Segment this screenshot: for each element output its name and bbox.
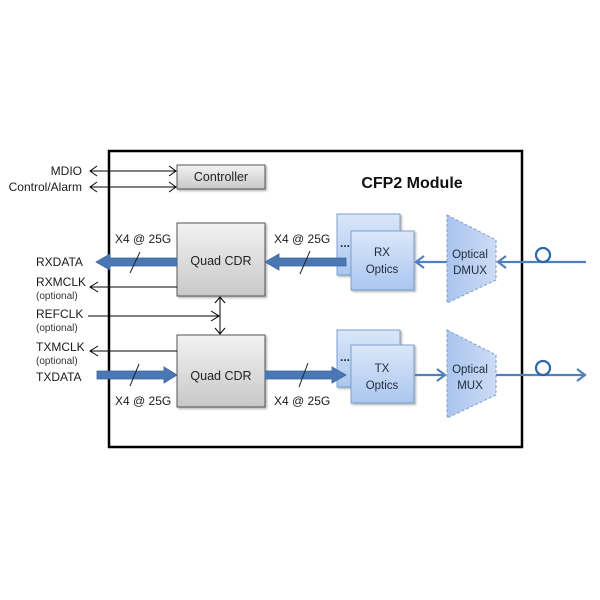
rxdata-bus-arrow: [95, 251, 178, 274]
rxmclk-optional: (optional): [36, 291, 78, 302]
txmclk-optional: (optional): [36, 356, 78, 367]
rxmclk-line: [89, 281, 177, 293]
quad-cdr-tx-label: Quad CDR: [190, 369, 251, 383]
quad-cdr-rx-block: Quad CDR: [176, 222, 266, 297]
cdr-interconnect-arrow: [214, 296, 226, 335]
rxdata-label: RXDATA: [36, 255, 83, 269]
control-alarm-line: [89, 181, 177, 193]
mdio-line: [89, 165, 177, 177]
optical-mux-label-line2: MUX: [457, 380, 483, 392]
optical-mux-block: Optical MUX: [446, 329, 497, 419]
tx-host-bus-label: X4 @ 25G: [115, 394, 171, 408]
tx-optics-block: ... TX Optics: [336, 329, 415, 404]
txmclk-line: [89, 345, 177, 357]
module-title: CFP2 Module: [361, 175, 462, 192]
rx-optics-block: ... RX Optics: [336, 213, 415, 291]
rx-optics-label-line2: Optics: [366, 264, 399, 276]
txdata-label: TXDATA: [36, 370, 82, 384]
rx-optics-bus-arrow: [264, 250, 347, 275]
txmclk-label: TXMCLK: [36, 340, 85, 354]
refclk-label: REFCLK: [36, 307, 83, 321]
rx-optics-ellipsis: ...: [340, 236, 350, 250]
module-frame: [107, 149, 524, 449]
controller-block: Controller: [176, 164, 266, 190]
tx-optics-to-mux-arrow: [415, 368, 447, 382]
tx-optics-label-line1: TX: [375, 363, 390, 375]
controller-label: Controller: [194, 170, 248, 184]
optical-dmux-label-line2: DMUX: [453, 265, 487, 277]
tx-optics-ellipsis: ...: [340, 350, 350, 364]
rxmclk-label: RXMCLK: [36, 275, 86, 289]
quad-cdr-rx-label: Quad CDR: [190, 254, 251, 268]
rx-optics-bus-label: X4 @ 25G: [274, 232, 330, 246]
tx-optics-label-line2: Optics: [366, 380, 399, 392]
refclk-optional: (optional): [36, 323, 78, 334]
optical-mux-label-line1: Optical: [452, 364, 488, 376]
refclk-line: [88, 310, 220, 322]
txdata-bus-arrow: [96, 363, 178, 387]
dmux-to-rx-optics-arrow: [414, 255, 447, 269]
tx-fiber-connector-icon: [534, 359, 552, 377]
rx-fiber-connector-icon: [534, 246, 552, 264]
rx-host-bus-label: X4 @ 25G: [115, 232, 171, 246]
quad-cdr-tx-block: Quad CDR: [176, 334, 266, 408]
optical-dmux-block: Optical DMUX: [446, 214, 497, 304]
mdio-label: MDIO: [51, 164, 82, 178]
rx-optics-label-line1: RX: [374, 247, 390, 259]
control-alarm-label: Control/Alarm: [9, 180, 82, 194]
tx-optics-bus-label: X4 @ 25G: [274, 394, 330, 408]
tx-optics-bus-arrow: [264, 362, 347, 388]
optical-dmux-label-line1: Optical: [452, 249, 488, 261]
